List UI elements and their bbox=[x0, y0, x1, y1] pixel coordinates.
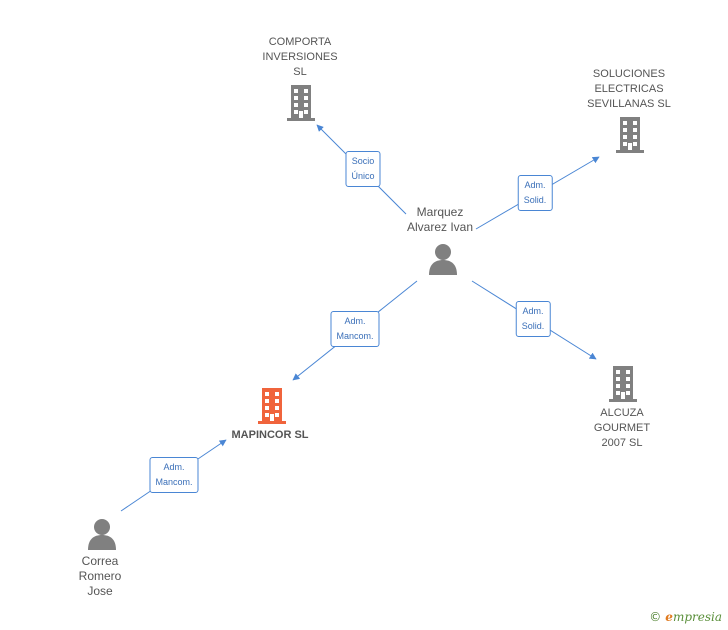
edge-badge-adm-mancom-mapincor: Adm. Mancom. bbox=[330, 311, 380, 347]
building-icon[interactable] bbox=[614, 117, 646, 153]
brand-name: mpresia bbox=[672, 610, 722, 624]
building-icon[interactable] bbox=[607, 366, 639, 402]
person-icon[interactable] bbox=[428, 243, 458, 275]
node-label-alcuza[interactable]: ALCUZA GOURMET 2007 SL bbox=[593, 407, 651, 449]
node-label-comporta[interactable]: COMPORTA INVERSIONES SL bbox=[262, 36, 338, 78]
edge-badge-socio-unico: Socio Único bbox=[345, 151, 381, 187]
copyright-icon: © bbox=[649, 610, 662, 624]
building-icon[interactable] bbox=[256, 388, 288, 424]
node-label-marquez[interactable]: Marquez Alvarez Ivan bbox=[406, 205, 474, 234]
brand-logo: ©empresia bbox=[649, 610, 722, 624]
node-label-correa[interactable]: Correa Romero Jose bbox=[78, 554, 122, 598]
edge-badge-adm-solid-soluciones: Adm. Solid. bbox=[517, 175, 553, 211]
edge-badge-adm-mancom-correa: Adm. Mancom. bbox=[149, 457, 199, 493]
node-label-mapincor[interactable]: MAPINCOR SL bbox=[231, 429, 309, 441]
brand-initial: e bbox=[665, 610, 673, 624]
person-icon[interactable] bbox=[87, 518, 117, 550]
node-label-soluciones[interactable]: SOLUCIONES ELECTRICAS SEVILLANAS SL bbox=[587, 68, 671, 110]
edge-badge-adm-solid-alcuza: Adm. Solid. bbox=[515, 301, 551, 337]
building-icon[interactable] bbox=[285, 85, 317, 121]
